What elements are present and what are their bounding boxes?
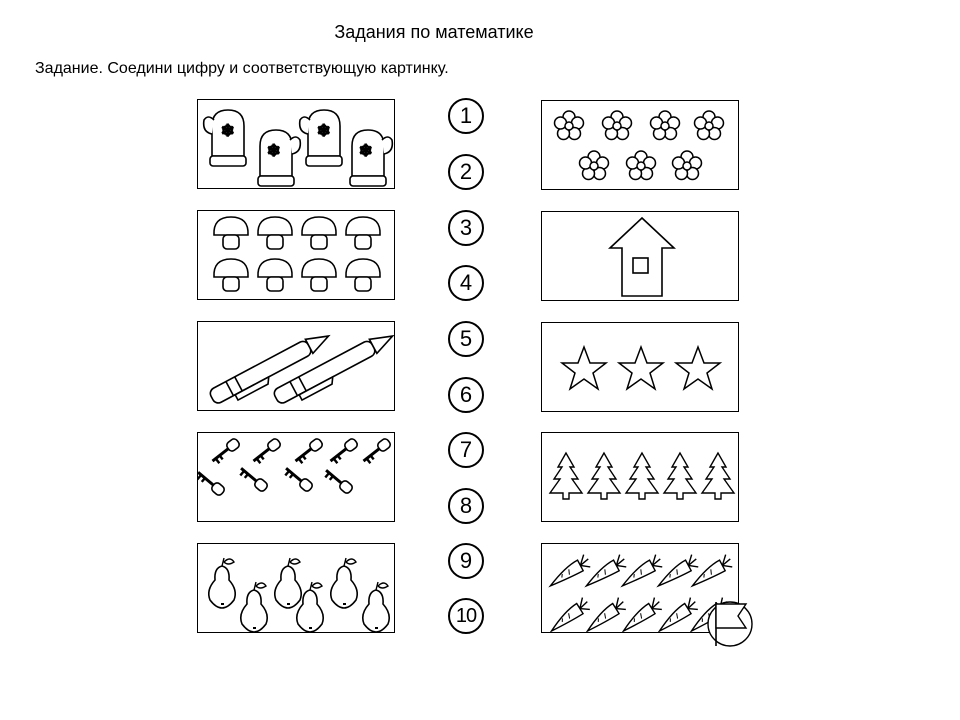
panel-keys[interactable] (197, 432, 395, 522)
panel-carrots[interactable] (541, 543, 739, 634)
carrot-icon (616, 595, 665, 634)
mittens-picture: ❄ ❄ ❄ ❄ (202, 109, 394, 187)
flower-icon (671, 150, 703, 181)
pear-icon (239, 581, 269, 632)
fir-trees-picture (549, 452, 735, 500)
panel-pears[interactable] (197, 543, 395, 633)
fir-tree-icon (549, 452, 583, 500)
star-icon (618, 346, 664, 390)
flower-icon (693, 110, 725, 141)
number-circle-4[interactable]: 4 (448, 265, 484, 301)
svg-text:❄: ❄ (317, 123, 330, 140)
carrot-icon (544, 552, 593, 589)
number-circle-7[interactable]: 7 (448, 432, 484, 468)
mushrooms-picture (213, 216, 381, 292)
mushroom-icon (257, 216, 293, 250)
panel-pens[interactable] (197, 321, 395, 411)
page-title: Задания по математике (334, 22, 534, 42)
task-instruction: Задание. Соедини цифру и соответствующую… (35, 60, 449, 77)
panel-flowers[interactable] (541, 100, 739, 190)
house-icon (607, 216, 677, 297)
key-icon (290, 435, 326, 468)
key-icon (198, 466, 228, 499)
mitten-icon: ❄ (349, 129, 394, 187)
number-circle-1[interactable]: 1 (448, 98, 484, 134)
flag-icon (707, 601, 753, 647)
pear-icon (207, 557, 237, 609)
fir-tree-icon (701, 452, 735, 500)
carrot-icon (652, 595, 701, 634)
mitten-icon: ❄ (298, 109, 343, 167)
key-icon (320, 464, 356, 497)
mushroom-icon (257, 258, 293, 292)
mushroom-icon (345, 258, 381, 292)
stars-picture (561, 346, 721, 390)
number-circle-6[interactable]: 6 (448, 377, 484, 413)
keys-picture (198, 435, 394, 499)
number-circle-5[interactable]: 5 (448, 321, 484, 357)
pear-icon (361, 581, 391, 632)
key-icon (248, 435, 284, 468)
number-circle-8[interactable]: 8 (448, 488, 484, 524)
pen-icon (209, 334, 331, 404)
fir-tree-icon (625, 452, 659, 500)
flower-icon (625, 150, 657, 181)
mushroom-icon (301, 258, 337, 292)
key-icon (235, 462, 271, 495)
panel-house[interactable] (541, 211, 739, 301)
pears-picture (207, 557, 391, 632)
key-icon (207, 435, 243, 468)
mushroom-icon (213, 216, 249, 250)
pear-icon (329, 557, 359, 609)
flower-icon (601, 110, 633, 141)
mushroom-icon (213, 258, 249, 292)
key-icon (358, 435, 394, 468)
carrot-icon (686, 552, 735, 589)
carrot-icon (580, 595, 629, 634)
mushroom-icon (345, 216, 381, 250)
pear-icon (273, 557, 303, 609)
flower-icon (649, 110, 681, 141)
carrot-icon (544, 595, 593, 634)
panel-mushrooms[interactable] (197, 210, 395, 300)
panel-stars[interactable] (541, 322, 739, 412)
star-icon (561, 346, 607, 390)
flowers-picture (553, 110, 725, 181)
number-circle-3[interactable]: 3 (448, 210, 484, 246)
number-circle-2[interactable]: 2 (448, 154, 484, 190)
fir-tree-icon (663, 452, 697, 500)
pens-picture (209, 334, 394, 404)
flower-icon (578, 150, 610, 181)
svg-text:❄: ❄ (267, 143, 280, 160)
number-circle-10[interactable]: 10 (448, 598, 484, 634)
svg-text:❄: ❄ (359, 143, 372, 160)
mitten-icon: ❄ (257, 129, 302, 187)
mushroom-icon (301, 216, 337, 250)
flower-icon (553, 110, 585, 141)
star-icon (675, 346, 721, 390)
mitten-icon: ❄ (202, 109, 247, 167)
panel-fir-trees[interactable] (541, 432, 739, 522)
panel-mittens[interactable]: ❄ ❄ ❄ ❄ (197, 99, 395, 189)
svg-text:❄: ❄ (221, 123, 234, 140)
key-icon (280, 462, 316, 495)
pen-icon (273, 334, 394, 404)
key-icon (325, 435, 361, 468)
house-picture (607, 216, 677, 297)
fir-tree-icon (587, 452, 621, 500)
number-circle-9[interactable]: 9 (448, 543, 484, 579)
